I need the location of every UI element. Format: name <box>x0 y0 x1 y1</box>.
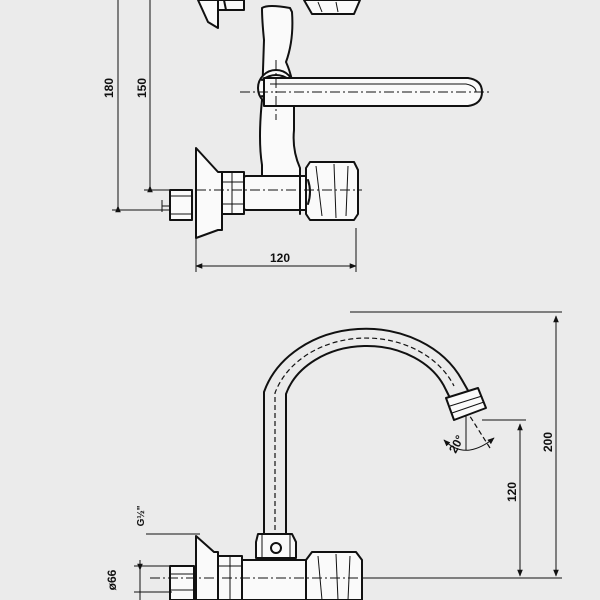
gooseneck-spout <box>263 327 471 535</box>
inlet-connector <box>161 189 193 221</box>
lower-body <box>243 175 309 211</box>
dim-label-thread: G½" <box>136 505 147 526</box>
spout-arm <box>240 60 490 120</box>
top-view: 180 150 120 <box>102 0 490 272</box>
dim-label-120: 120 <box>270 251 290 265</box>
dimension-outlet-120: 120 <box>482 419 526 577</box>
aerator <box>445 387 487 421</box>
dim-label-angle: 20° <box>446 433 467 456</box>
wall-flange <box>195 147 223 239</box>
dim-label-150: 150 <box>135 78 149 98</box>
valve-handle <box>305 161 359 221</box>
dim-label-180: 180 <box>102 78 116 98</box>
side-inlet-connector <box>169 565 195 600</box>
dimension-180: 180 <box>102 0 172 213</box>
side-view: 200 120 20° <box>105 311 562 600</box>
dim-label-diameter: ø66 <box>105 569 119 590</box>
side-body <box>241 559 309 600</box>
spout-base-nut <box>255 533 297 559</box>
dim-label-outlet-120: 120 <box>505 482 519 502</box>
top-handle <box>303 0 361 15</box>
top-flange <box>197 0 245 29</box>
dimension-angle: 20° <box>443 409 495 456</box>
dim-label-200: 200 <box>541 432 555 452</box>
dimension-diameter: ø66 <box>105 560 172 600</box>
dimension-200: 200 <box>350 311 562 577</box>
dimension-150: 150 <box>135 0 172 193</box>
dimension-120: 120 <box>195 228 357 272</box>
hex-nut <box>221 171 245 215</box>
dimension-thread: G½" <box>136 505 200 535</box>
side-wall-flange <box>195 535 219 600</box>
side-valve-handle <box>305 551 363 600</box>
